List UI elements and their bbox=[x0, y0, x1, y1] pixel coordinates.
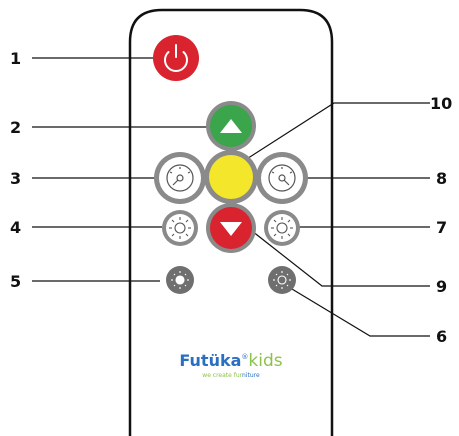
brand-tagline-prefix: we create fur bbox=[202, 372, 242, 379]
callout-label-5: 5 bbox=[10, 272, 21, 291]
brand-tagline-suffix: niture bbox=[242, 372, 260, 379]
callout-label-7: 7 bbox=[436, 218, 447, 237]
power-icon bbox=[164, 44, 188, 73]
callout-label-2: 2 bbox=[10, 118, 21, 137]
callout-label-1: 1 bbox=[10, 49, 21, 68]
power-button[interactable] bbox=[153, 35, 199, 81]
sun-icon bbox=[273, 271, 291, 289]
leader-line-9 bbox=[251, 230, 430, 287]
callout-label-4: 4 bbox=[10, 218, 21, 237]
callout-label-10: 10 bbox=[430, 94, 452, 113]
leader-line-6 bbox=[281, 282, 430, 337]
callout-label-9: 9 bbox=[436, 277, 447, 296]
brand-tagline: we create furniture bbox=[202, 372, 260, 379]
light-low-button[interactable] bbox=[166, 266, 194, 294]
center-button[interactable] bbox=[209, 155, 253, 199]
brightness-left-button[interactable] bbox=[166, 214, 194, 242]
brand-logo: Futüka®kids we create furniture bbox=[179, 351, 282, 379]
brand-name-main: Futüka bbox=[179, 351, 241, 370]
brand-name-kids: kids bbox=[248, 351, 282, 371]
triangle-down-icon bbox=[220, 222, 242, 236]
callout-label-6: 6 bbox=[436, 327, 447, 346]
sun-icon bbox=[169, 217, 191, 239]
sun-icon bbox=[271, 217, 293, 239]
sun-icon bbox=[171, 271, 189, 289]
up-button[interactable] bbox=[210, 105, 252, 147]
brand-wordmark: Futüka®kids bbox=[179, 351, 282, 371]
callout-label-8: 8 bbox=[436, 169, 447, 188]
brand-reg-mark: ® bbox=[241, 353, 248, 361]
down-button[interactable] bbox=[210, 207, 252, 249]
leader-lines bbox=[32, 57, 430, 337]
leader-line-10 bbox=[241, 102, 430, 163]
brightness-right-button[interactable] bbox=[268, 214, 296, 242]
light-high-button[interactable] bbox=[268, 266, 296, 294]
gauge-icon bbox=[268, 164, 296, 192]
triangle-up-icon bbox=[220, 119, 242, 133]
speed-up-button[interactable] bbox=[261, 157, 303, 199]
callout-label-3: 3 bbox=[10, 169, 21, 188]
gauge-icon bbox=[166, 164, 194, 192]
speed-down-button[interactable] bbox=[159, 157, 201, 199]
